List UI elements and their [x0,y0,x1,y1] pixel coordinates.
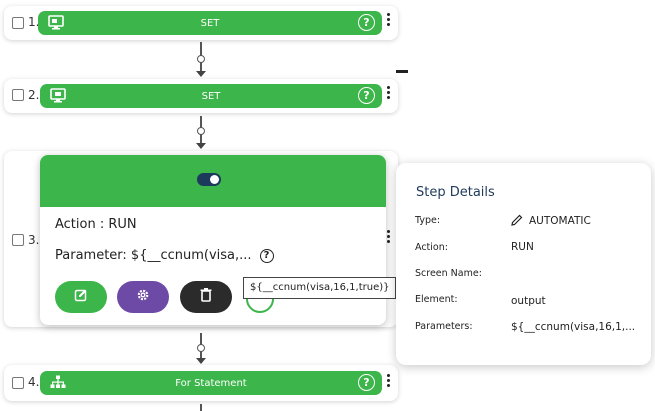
parameter-tooltip: ${__ccnum(visa,16,1,true)} [243,277,397,299]
edit-icon [74,288,88,307]
type-label: Type: [415,215,441,226]
element-value: output [511,295,546,307]
step-1-menu-button[interactable] [387,13,391,28]
connector-arrow [196,358,206,364]
step-3-expanded-card: Action : RUN Parameter: ${__ccnum(visa,.… [40,155,386,325]
details-title: Step Details [416,185,495,200]
screen-name-label: Screen Name: [415,268,482,279]
help-circle-icon[interactable]: ? [358,87,375,104]
step-3-header [40,155,386,207]
step-3-number: 3. [28,233,40,247]
step-1-checkbox[interactable] [12,17,24,29]
step-2-menu-button[interactable] [387,86,391,101]
element-label: Element: [415,294,458,305]
step-1-bar[interactable]: SET ? [38,11,382,35]
step-enable-toggle[interactable] [197,173,221,186]
step-2-number: 2. [28,88,40,102]
step-2-bar[interactable]: SET ? [40,84,382,108]
step-3-menu-button[interactable] [387,230,391,245]
parameters-label: Parameters: [415,321,473,332]
connector-arrow [196,71,206,77]
pencil-icon [511,214,523,229]
trash-icon [200,287,212,307]
connector-dot [197,344,205,352]
edit-button[interactable] [55,281,107,313]
step-2-label: SET [201,90,221,102]
step-4-checkbox[interactable] [12,377,24,389]
step-details-panel: Step Details Type: AUTOMATIC Action: RUN… [396,163,651,365]
monitor-icon [48,15,64,33]
step-1-number: 1. [28,15,40,29]
step-1-label: SET [200,17,220,29]
step-2-checkbox[interactable] [12,89,24,101]
divider-dash [396,70,408,73]
connector-line [200,404,202,411]
help-circle-icon[interactable]: ? [358,374,375,391]
gear-icon [136,288,150,307]
settings-button[interactable] [117,281,169,313]
connector-arrow [196,143,206,149]
action-text: Action : RUN [55,217,137,232]
connector-dot [197,55,205,63]
sitemap-icon [50,375,66,393]
action-label: Action: [415,242,448,253]
type-value: AUTOMATIC [511,214,591,229]
step-4-menu-button[interactable] [387,374,391,389]
step-3-checkbox[interactable] [12,234,24,246]
step-4-label: For Statement [175,377,247,389]
delete-button[interactable] [180,281,232,313]
step-4-number: 4. [28,375,40,389]
help-circle-icon[interactable]: ? [259,249,274,263]
help-circle-icon[interactable]: ? [358,14,375,31]
parameter-text: Parameter: ${__ccnum(visa,... [55,248,252,263]
monitor-icon [50,88,66,106]
connector-dot [197,127,205,135]
parameters-value: ${__ccnum(visa,16,1,... [511,321,636,333]
type-value-text: AUTOMATIC [529,215,591,227]
parameter-line: Parameter: ${__ccnum(visa,...? [55,248,274,263]
action-value: RUN [511,241,534,253]
step-4-bar[interactable]: For Statement ? [40,371,382,395]
